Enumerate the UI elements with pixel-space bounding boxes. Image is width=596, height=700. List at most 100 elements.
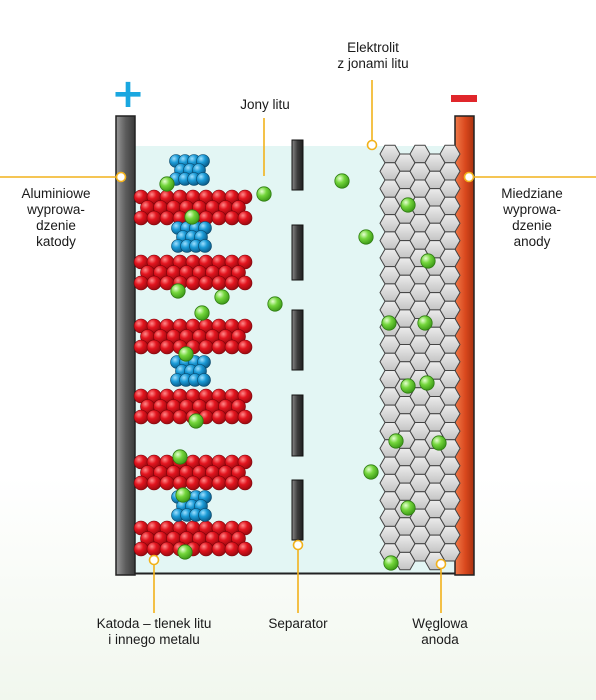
lithium-ion-icon bbox=[400, 500, 416, 516]
separator-label: Separator bbox=[268, 616, 328, 631]
oxide-atom bbox=[146, 475, 162, 491]
graphite-hex bbox=[439, 214, 461, 233]
graphite-hex bbox=[439, 248, 461, 268]
oxide-atom bbox=[224, 339, 240, 355]
oxide-atom bbox=[224, 541, 240, 557]
lithium-ion-icon bbox=[417, 315, 433, 331]
oxide-atom bbox=[224, 475, 240, 491]
lithium-ion-icon bbox=[159, 176, 175, 192]
graphite-hex bbox=[439, 456, 461, 475]
oxide-atom bbox=[237, 189, 253, 205]
cathode-label: Katoda – tlenek litu i innego metalu bbox=[96, 616, 212, 647]
metal-atom bbox=[197, 373, 211, 387]
oxide-atom bbox=[231, 329, 246, 344]
oxide-atom bbox=[159, 339, 175, 355]
lithium-ion-icon bbox=[431, 435, 447, 451]
oxide-atom bbox=[146, 339, 162, 355]
oxide-atom bbox=[237, 210, 253, 226]
lithium-ion-icon bbox=[358, 229, 374, 245]
oxide-atom bbox=[224, 275, 240, 291]
metal-atom bbox=[198, 508, 212, 522]
oxide-atom bbox=[231, 200, 246, 215]
oxide-atom bbox=[133, 339, 149, 355]
lithium-ions-label: Jony litu bbox=[240, 97, 290, 112]
cathode-collector-plate bbox=[115, 115, 136, 576]
oxide-atom bbox=[159, 541, 175, 557]
separator-membrane bbox=[291, 139, 304, 541]
separator-segment bbox=[291, 394, 304, 457]
oxide-atom bbox=[172, 409, 188, 425]
graphite-hex bbox=[439, 404, 461, 423]
lithium-ion-icon bbox=[334, 173, 350, 189]
negative-terminal-icon bbox=[451, 95, 477, 102]
oxide-atom bbox=[146, 210, 162, 226]
lithium-ion-icon bbox=[381, 315, 397, 331]
lithium-ion-icon bbox=[172, 449, 188, 465]
oxide-atom bbox=[159, 475, 175, 491]
separator-segment bbox=[291, 309, 304, 371]
anode-label: Węglowa anoda bbox=[412, 616, 468, 647]
positive-terminal-icon: + bbox=[111, 71, 145, 117]
oxide-atom bbox=[211, 275, 227, 291]
graphite-hex bbox=[439, 491, 461, 510]
oxide-atom bbox=[133, 409, 149, 425]
lithium-ion-icon bbox=[267, 296, 283, 312]
graphite-hex bbox=[439, 370, 461, 389]
graphite-hex bbox=[439, 144, 461, 164]
oxide-atom bbox=[237, 520, 253, 536]
oxide-atom bbox=[211, 541, 227, 557]
oxide-atom bbox=[211, 339, 227, 355]
oxide-atom bbox=[211, 210, 227, 226]
graphite-hex bbox=[439, 525, 461, 545]
electrolyte-label: Elektrolit z jonami litu bbox=[337, 40, 409, 71]
oxide-atom bbox=[198, 475, 214, 491]
graphite-hex bbox=[439, 508, 461, 527]
oxide-atom bbox=[146, 275, 162, 291]
oxide-atom bbox=[231, 465, 246, 480]
metal-atom bbox=[198, 239, 212, 253]
cathode-collector-label: Aluminiowe wyprowa- dzenie katody bbox=[21, 186, 91, 249]
graphite-hex bbox=[439, 387, 461, 406]
oxide-atom bbox=[159, 210, 175, 226]
oxide-atom bbox=[224, 210, 240, 226]
lithium-ion-icon bbox=[184, 209, 200, 225]
anode-collector-label: Miedziane wyprowa- dzenie anody bbox=[501, 186, 563, 249]
separator-segment bbox=[291, 224, 304, 281]
lithium-ion-icon bbox=[178, 346, 194, 362]
separator-segment bbox=[291, 479, 304, 541]
oxide-atom bbox=[237, 339, 253, 355]
lithium-ions bbox=[159, 173, 447, 571]
oxide-atom bbox=[237, 454, 253, 470]
graphite-hex bbox=[439, 231, 461, 250]
oxide-atom bbox=[133, 475, 149, 491]
oxide-atom bbox=[185, 275, 201, 291]
oxide-atom bbox=[237, 275, 253, 291]
oxide-atom bbox=[237, 409, 253, 425]
lithium-ion-icon bbox=[177, 544, 193, 560]
oxide-atom bbox=[237, 254, 253, 270]
oxide-atom bbox=[211, 409, 227, 425]
lithium-ion-icon bbox=[194, 305, 210, 321]
oxide-atom bbox=[237, 318, 253, 334]
oxide-atom bbox=[198, 541, 214, 557]
graphite-hex bbox=[439, 318, 461, 337]
oxide-atom bbox=[237, 475, 253, 491]
graphite-hex bbox=[439, 196, 461, 216]
graphite-anode-layer bbox=[379, 144, 461, 571]
oxide-atom bbox=[231, 399, 246, 414]
oxide-atom bbox=[237, 541, 253, 557]
oxide-atom bbox=[231, 531, 246, 546]
metal-atom bbox=[196, 172, 210, 186]
graphite-hex bbox=[439, 335, 461, 354]
oxide-atom bbox=[146, 409, 162, 425]
graphite-hex bbox=[439, 352, 461, 371]
lithium-ion-icon bbox=[188, 413, 204, 429]
separator-segment bbox=[291, 139, 304, 191]
oxide-atom bbox=[198, 275, 214, 291]
lithium-ion-icon bbox=[256, 186, 272, 202]
lithium-ion-icon bbox=[383, 555, 399, 571]
lithium-ion-icon bbox=[400, 378, 416, 394]
oxide-atom bbox=[185, 475, 201, 491]
oxide-atom bbox=[133, 210, 149, 226]
